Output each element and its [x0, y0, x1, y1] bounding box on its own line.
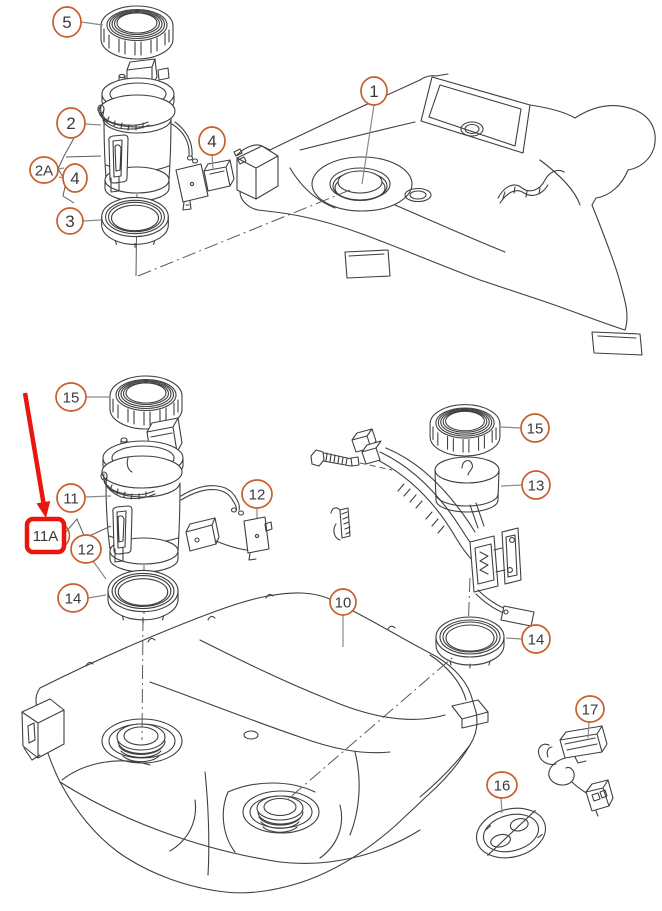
- callout-11[interactable]: 11: [56, 483, 112, 513]
- highlight-label: 11A: [33, 528, 59, 545]
- leader-line: [211, 154, 214, 171]
- leader-line: [87, 594, 107, 599]
- callout-4[interactable]: 4: [198, 126, 226, 171]
- callout-label: 16: [494, 777, 511, 794]
- callout-10[interactable]: 10: [329, 588, 357, 647]
- leader-line: [84, 495, 112, 498]
- callout-circle[interactable]: [486, 771, 518, 799]
- callout-circle[interactable]: [241, 479, 273, 509]
- callout-circle[interactable]: [329, 588, 357, 616]
- fuel-sender-assembly: [310, 404, 535, 669]
- callout-circle[interactable]: [29, 156, 59, 184]
- locking-ring: [429, 404, 501, 457]
- callout-4[interactable]: 4: [58, 163, 88, 193]
- callouts-layer: 5 2 2A 4 3 4 1 15 11 12 12 14 15 13 10 14 17 16: [29, 6, 605, 814]
- callout-circle[interactable]: [56, 107, 86, 139]
- callout-2a[interactable]: 2A: [29, 156, 65, 184]
- callout-label: 17: [582, 701, 599, 718]
- callout-circle[interactable]: [62, 163, 88, 193]
- callout-label: 11: [63, 490, 79, 507]
- leader-line: [500, 484, 523, 487]
- leader-line: [505, 637, 523, 640]
- callout-label: 4: [207, 132, 216, 151]
- callout-label: 2A: [35, 162, 53, 179]
- callout-circle[interactable]: [55, 382, 87, 412]
- fuel-pump-assembly-mid: [63, 375, 273, 624]
- callout-label: 12: [78, 541, 95, 558]
- callout-label: 10: [335, 594, 352, 611]
- leader-line: [92, 560, 107, 580]
- cover-cap-drawing: [475, 807, 547, 859]
- callout-circle[interactable]: [56, 207, 84, 235]
- leader-line: [587, 721, 590, 739]
- callout-16[interactable]: 16: [486, 771, 518, 814]
- leader-line: [500, 426, 522, 429]
- callout-circle[interactable]: [575, 695, 605, 723]
- callout-13[interactable]: 13: [500, 470, 551, 500]
- callout-label: 4: [70, 169, 79, 188]
- leader-line: [82, 219, 102, 222]
- wiring-harness-drawing: [538, 725, 614, 817]
- callout-17[interactable]: 17: [575, 695, 605, 739]
- fuel-pump-assembly-top: [57, 5, 235, 248]
- callout-label: 12: [249, 486, 266, 503]
- callout-3[interactable]: 3: [56, 207, 102, 235]
- callout-circle[interactable]: [57, 583, 89, 613]
- highlight-box[interactable]: [24, 516, 67, 555]
- leader-line: [500, 797, 503, 814]
- callout-circle[interactable]: [520, 413, 550, 443]
- callout-circle[interactable]: [360, 76, 388, 106]
- callout-circle[interactable]: [52, 6, 82, 38]
- callout-label: 13: [528, 477, 545, 494]
- callout-5[interactable]: 5: [52, 6, 104, 38]
- callout-12[interactable]: 12: [70, 534, 107, 580]
- callout-15[interactable]: 15: [500, 413, 550, 443]
- assembly-centerlines: [135, 189, 471, 801]
- callout-label: 14: [65, 590, 82, 607]
- callout-circle[interactable]: [198, 126, 226, 156]
- seal-ring: [107, 569, 179, 624]
- highlight-layer: 11A: [22, 392, 71, 555]
- callout-label: 15: [63, 389, 80, 406]
- callout-12[interactable]: 12: [241, 479, 273, 518]
- callout-15[interactable]: 15: [55, 382, 109, 412]
- callout-14[interactable]: 14: [57, 583, 107, 613]
- callout-14[interactable]: 14: [505, 624, 551, 654]
- callout-label: 14: [528, 631, 545, 648]
- callout-circle[interactable]: [521, 624, 551, 654]
- callout-circle[interactable]: [56, 483, 86, 513]
- leader-line: [361, 104, 375, 185]
- callout-label: 15: [527, 420, 544, 437]
- fuel-tank-top-drawing: [233, 73, 656, 356]
- seal-ring: [435, 616, 505, 669]
- callout-1[interactable]: 1: [360, 76, 388, 185]
- saddle-fuel-tank-drawing: [21, 592, 489, 894]
- seal-ring: [101, 196, 169, 248]
- callout-label: 1: [369, 82, 378, 101]
- callout-label: 2: [66, 114, 75, 133]
- callout-circle[interactable]: [70, 534, 102, 564]
- callout-label: 3: [65, 212, 74, 231]
- highlight-arrow-shaft: [22, 392, 46, 503]
- callout-circle[interactable]: [521, 470, 551, 500]
- callout-label: 5: [62, 13, 71, 32]
- leader-line: [84, 123, 102, 126]
- leader-line: [57, 167, 65, 170]
- callout-2[interactable]: 2: [56, 107, 102, 139]
- locking-ring: [100, 5, 174, 60]
- highlight-arrow-head: [36, 501, 51, 518]
- callout-11a-highlighted[interactable]: 11A: [24, 516, 67, 555]
- leader-line: [80, 21, 104, 26]
